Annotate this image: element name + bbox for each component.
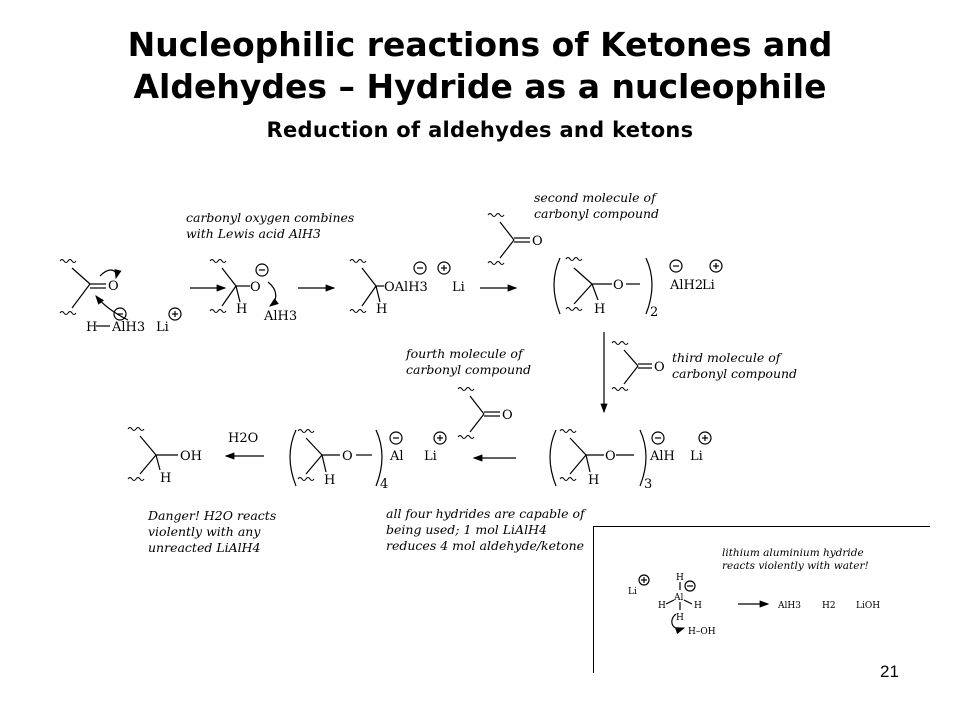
inset-h-right: H [694, 601, 702, 611]
note-danger-2: violently with any [148, 524, 261, 539]
count-2: 2 [650, 305, 658, 320]
count-3: 3 [644, 477, 652, 492]
atom-h-2: H [236, 302, 247, 317]
inset-product-h2: H2 [822, 601, 836, 611]
carbonyl-3 [611, 340, 652, 392]
cation-li-3: Li [702, 278, 715, 293]
atom-h-7: H [160, 471, 171, 486]
title-line-2: Aldehydes – Hydride as a nucleophile [133, 67, 827, 106]
inset-product-lioh: LiOH [856, 601, 880, 611]
atom-h-3: H [376, 302, 387, 317]
atom-h-1: H [86, 320, 97, 335]
note-fourth-molecule-2: carbonyl compound [406, 362, 531, 377]
note-four-hydrides-3: reduces 4 mol aldehyde/ketone [386, 538, 584, 553]
group-alh: AlH [649, 449, 675, 464]
inset-note-2: reacts violently with water! [722, 560, 869, 572]
atom-o-carbonyl-2: O [532, 234, 543, 249]
alcohol-product [127, 426, 178, 482]
inset-li: Li [628, 587, 637, 597]
note-second-molecule-2: carbonyl compound [534, 206, 659, 221]
note-four-hydrides-1: all four hydrides are capable of [386, 506, 587, 521]
inset-water-reaction [638, 574, 770, 635]
atom-o-carbonyl-4: O [502, 408, 513, 423]
inset-h-bottom: H [676, 613, 684, 623]
title-line-1: Nucleophilic reactions of Ketones and [127, 25, 833, 64]
note-danger-3: unreacted LiAlH4 [148, 540, 261, 555]
cation-li-5: Li [424, 449, 437, 464]
inset-al: Al [673, 593, 683, 603]
inset-water: H–OH [688, 627, 716, 637]
inset-h-left: H [658, 601, 666, 611]
note-second-molecule-1: second molecule of [534, 190, 658, 205]
inset-note-1: lithium aluminium hydride [722, 547, 864, 559]
tetraalkoxy-aluminate [289, 428, 447, 487]
carbonyl-4 [457, 386, 500, 440]
note-fourth-molecule-1: fourth molecule of [405, 346, 525, 361]
subtitle: Reduction of aldehydes and ketons [266, 118, 694, 142]
alkoxide [209, 258, 279, 314]
group-oalh3: OAlH3 [384, 280, 428, 295]
note-lewis-acid-2: with Lewis acid AlH3 [186, 226, 321, 241]
carbonyl-2 [487, 212, 530, 266]
count-4: 4 [380, 477, 388, 492]
note-third-molecule-1: third molecule of [672, 350, 783, 365]
dialkoxy-aluminate [553, 256, 723, 315]
cation-li-1: Li [156, 320, 169, 335]
atom-o-6: O [342, 449, 353, 464]
atom-o-carbonyl-3: O [654, 360, 665, 375]
page-number: 21 [880, 662, 899, 681]
note-four-hydrides-2: being used; 1 mol LiAlH4 [386, 522, 547, 537]
trialkoxy-aluminate [549, 428, 712, 487]
atom-o-2: O [250, 280, 261, 295]
inset-frame [593, 526, 930, 673]
atom-h-4: H [594, 302, 605, 317]
cation-li-4: Li [690, 449, 703, 464]
atom-o-5: O [605, 449, 616, 464]
inset-product-alh3: AlH3 [777, 601, 801, 611]
reagent-alh3-1: AlH3 [111, 320, 145, 335]
note-lewis-acid-1: carbonyl oxygen combines [186, 210, 354, 225]
atom-h-5: H [588, 473, 599, 488]
reagent-alh3-2: AlH3 [263, 309, 297, 324]
cation-li-2: Li [452, 280, 465, 295]
group-oh: OH [180, 449, 202, 464]
aluminate-1 [349, 258, 451, 314]
inset-h-top: H [676, 573, 684, 583]
atom-h-6: H [324, 473, 335, 488]
carbonyl-1 [59, 258, 182, 327]
atom-o-1: O [108, 279, 119, 294]
atom-o-4: O [613, 278, 624, 293]
note-third-molecule-2: carbonyl compound [672, 366, 797, 381]
reagent-h2o: H2O [228, 431, 258, 446]
atom-al: Al [389, 449, 404, 464]
group-alh2: AlH2 [669, 278, 703, 293]
note-danger-1: Danger! H2O reacts [147, 508, 276, 523]
